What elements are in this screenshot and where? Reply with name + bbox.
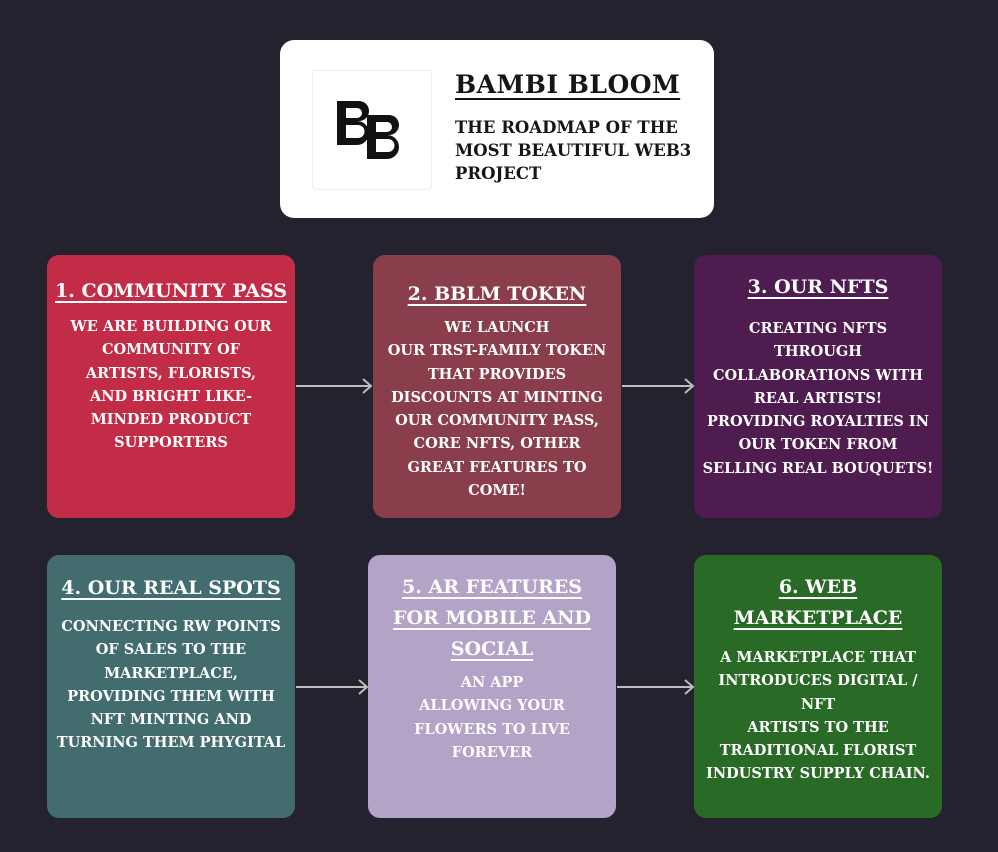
text-line: MINDED PRODUCT bbox=[90, 411, 252, 429]
text-line: 6. WEB bbox=[778, 576, 858, 598]
text-line: ARTISTS TO THE bbox=[747, 718, 889, 736]
text-line: SUPPORTERS bbox=[114, 434, 228, 452]
text-line: WE LAUNCH bbox=[444, 319, 550, 336]
text-line: TURNING THEM PHYGITAL bbox=[56, 734, 286, 752]
text-line: GREAT FEATURES TO bbox=[407, 458, 587, 476]
text-line: THAT PROVIDES bbox=[427, 365, 567, 383]
step-title: 2. BBLM TOKEN bbox=[407, 283, 587, 305]
text-line: SOCIAL bbox=[450, 638, 534, 660]
step-description: CONNECTING RW POINTS OF SALES TO THE MARKE… bbox=[55, 615, 287, 755]
arrow-right-icon bbox=[617, 679, 695, 695]
step-description: WE ARE BUILDING OUR COMMUNITY OF ARTISTS, … bbox=[55, 315, 287, 455]
step-our-nfts: 3. OUR NFTS CREATING NFTS THROUGH COLLABOR… bbox=[694, 255, 942, 518]
text-line: INTRODUCES DIGITAL / NFT bbox=[718, 672, 918, 713]
text-line: CREATING NFTS bbox=[748, 320, 888, 337]
text-line: OUR TRST-FAMILY TOKEN bbox=[387, 342, 607, 360]
text-line: COME! bbox=[468, 482, 526, 500]
text-line: SELLING REAL BOUQUETS! bbox=[702, 459, 934, 477]
text-line: OF SALES TO THE bbox=[95, 641, 247, 659]
text-line: PROVIDING ROYALTIES IN bbox=[707, 413, 929, 431]
step-title: 1. COMMUNITY PASS bbox=[55, 280, 287, 302]
step-bblm-token: 2. BBLM TOKEN WE LAUNCH OUR TRST-FAMILY T… bbox=[373, 255, 621, 518]
step-description: AN APP ALLOWING YOUR FLOWERS TO LIVE FOREVE… bbox=[376, 671, 608, 764]
text-line: FOR MOBILE AND bbox=[392, 607, 591, 629]
text-line: DISCOUNTS AT MINTING bbox=[391, 388, 603, 406]
text-line: COMMUNITY OF bbox=[101, 341, 241, 359]
text-line: FOREVER bbox=[451, 743, 533, 761]
text-line: MARKETPLACE, bbox=[104, 664, 238, 682]
arrow-right-icon bbox=[622, 378, 695, 394]
text-line: ARTISTS, FLORISTS, bbox=[85, 364, 257, 382]
arrow-right-icon bbox=[296, 679, 369, 695]
text-line: REAL ARTISTS! bbox=[753, 389, 883, 407]
header-card: BAMBI BLOOM THE ROADMAP OF THE MOST BEAU… bbox=[280, 40, 714, 218]
arrow-right-icon bbox=[296, 378, 373, 394]
step-ar-features: 5. AR FEATURES FOR MOBILE AND SOCIAL AN AP… bbox=[368, 555, 616, 818]
step-our-real-spots: 4. OUR REAL SPOTS CONNECTING RW POINTS OF… bbox=[47, 555, 295, 818]
step-title: 5. AR FEATURES FOR MOBILE AND SOCIAL bbox=[376, 572, 608, 665]
text-line: A MARKETPLACE THAT bbox=[720, 649, 916, 666]
text-line: AND BRIGHT LIKE- bbox=[89, 387, 253, 405]
text-line: TRADITIONAL FLORIST bbox=[719, 742, 917, 760]
text-line: THROUGH bbox=[774, 343, 862, 361]
step-description: A MARKETPLACE THAT INTRODUCES DIGITAL / N… bbox=[702, 646, 934, 786]
step-community-pass: 1. COMMUNITY PASS WE ARE BUILDING OUR COM… bbox=[47, 255, 295, 518]
bb-logo-icon bbox=[337, 101, 399, 159]
text-line: 5. AR FEATURES bbox=[402, 576, 582, 598]
step-title: 6. WEB MARKETPLACE bbox=[702, 572, 934, 634]
step-web-marketplace: 6. WEB MARKETPLACE A MARKETPLACE THAT INTR… bbox=[694, 555, 942, 818]
text-line: FLOWERS TO LIVE bbox=[414, 720, 570, 738]
text-line: OUR COMMUNITY PASS, bbox=[395, 412, 599, 430]
step-description: CREATING NFTS THROUGH COLLABORATIONS WITH R… bbox=[702, 317, 934, 480]
text-line: INDUSTRY SUPPLY CHAIN. bbox=[706, 765, 930, 783]
brand-subtitle: THE ROADMAP OF THE MOST BEAUTIFUL WEB3 P… bbox=[455, 118, 692, 183]
text-line: OUR TOKEN FROM bbox=[738, 436, 898, 454]
step-title: 3. OUR NFTS bbox=[747, 276, 889, 298]
text-line: CORE NFTS, OTHER bbox=[413, 435, 581, 453]
text-line: PROVIDING THEM WITH bbox=[67, 687, 275, 705]
text-line: MARKETPLACE bbox=[733, 607, 903, 629]
text-line: CONNECTING RW POINTS bbox=[61, 618, 281, 635]
step-title: 4. OUR REAL SPOTS bbox=[61, 577, 281, 599]
text-line: ALLOWING YOUR bbox=[419, 697, 565, 715]
text-line: COLLABORATIONS WITH bbox=[712, 366, 923, 384]
text-line: AN APP bbox=[460, 674, 524, 691]
logo bbox=[312, 70, 432, 190]
text-line: WE ARE BUILDING OUR bbox=[70, 318, 272, 335]
step-description: WE LAUNCH OUR TRST-FAMILY TOKEN THAT PROVI… bbox=[381, 316, 613, 502]
brand-title: BAMBI BLOOM bbox=[455, 70, 681, 99]
text-line: NFT MINTING AND bbox=[90, 711, 252, 729]
